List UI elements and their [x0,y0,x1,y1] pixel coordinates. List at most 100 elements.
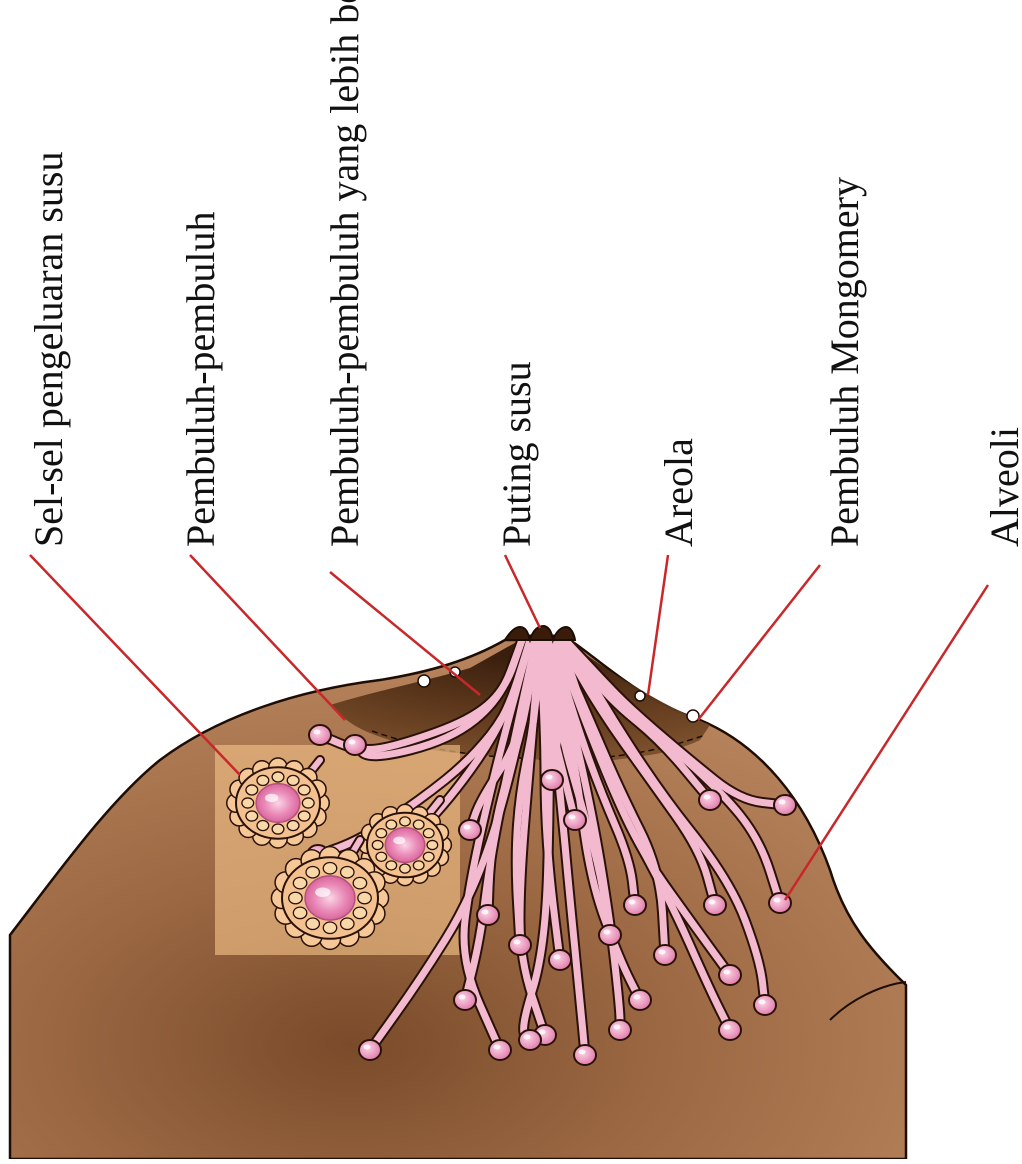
leader-montgomery [698,565,820,720]
alveolus-bulb [629,990,651,1010]
bulb-highlight [759,1000,766,1005]
alveolus-bulb [309,725,331,745]
secretory-cell [353,877,366,889]
secretory-cell [400,817,411,826]
secretory-cell [302,798,314,808]
label-sel-sel: Sel-sel pengeluaran susu [26,152,71,547]
secretory-cell [323,862,336,874]
alveolus-bulb [719,965,741,985]
bulb-highlight [314,730,321,735]
secretory-cell [386,861,397,870]
bulb-highlight [554,955,561,960]
bulb-highlight [614,1025,621,1030]
secretory-cell [376,829,387,838]
bulb-highlight [604,930,611,935]
bulb-highlight [779,800,786,805]
alveolus-bulb [624,895,646,915]
alveolus-bulb [541,770,563,790]
leader-pembuluh [190,555,345,720]
alveolus-bulb [654,945,676,965]
bulb-highlight [579,1050,586,1055]
secretory-cell [293,907,306,919]
bulb-highlight [482,910,489,915]
label-montgomery: Pembuluh Mongomery [822,177,867,547]
lobule-lumen [385,828,425,863]
secretory-cell [298,811,310,821]
secretory-cell [358,892,371,904]
nipple [505,626,575,640]
bulb-highlight [709,900,716,905]
label-pembuluh-besar: Pembuluh-pembuluh yang lebih besar [322,0,367,547]
secretory-cell [257,775,269,785]
alveolus-bulb [519,1030,541,1050]
secretory-cell [341,918,354,930]
bulb-highlight [724,1025,731,1030]
label-puting: Puting susu [494,361,539,547]
secretory-cell [323,922,336,934]
alveolus-bulb [459,820,481,840]
label-pembuluh: Pembuluh-pembuluh [178,211,223,547]
bulb-highlight [546,775,553,780]
alveolus-bulb [774,795,796,815]
secretory-cell [400,864,411,873]
leader-sel-sel [30,555,240,775]
montgomery-bump [687,710,699,722]
alveolus-bulb [344,735,366,755]
alveolus-bulb [574,1045,596,1065]
secretory-cell [427,840,438,849]
bulb-highlight [659,950,666,955]
bulb-highlight [634,995,641,1000]
montgomery-bump [635,691,645,701]
secretory-cell [376,852,387,861]
secretory-cell [306,918,319,930]
alveolus-bulb [549,950,571,970]
secretory-cell [289,892,302,904]
alveolus-bulb [754,995,776,1015]
lumen-highlight [315,887,330,897]
secretory-cell [242,798,254,808]
bulb-highlight [524,1035,531,1040]
lumen-highlight [265,794,278,802]
alveolus-bulb [699,790,721,810]
bulb-highlight [704,795,711,800]
secretory-cell [272,824,284,834]
alveolus-bulb [489,1040,511,1060]
secretory-cell [246,785,258,795]
secretory-cell [293,877,306,889]
secretory-cell [372,840,383,849]
label-areola: Areola [656,438,701,547]
montgomery-bump [418,675,430,687]
label-alveoli: Alveoli [982,427,1022,547]
leader-puting [505,555,540,628]
bulb-highlight [514,940,521,945]
bulb-highlight [364,1045,371,1050]
lobule-lumen [256,784,300,823]
alveolus-bulb [359,1040,381,1060]
nipple-shape [505,626,575,640]
secretory-cell [353,907,366,919]
alveolus-bulb [609,1020,631,1040]
bulb-highlight [724,970,731,975]
alveolus-bulb [477,905,499,925]
secretory-cell [413,820,424,829]
secretory-cell [257,821,269,831]
bulb-highlight [494,1045,501,1050]
secretory-cell [386,820,397,829]
secretory-cell [306,866,319,878]
bulb-highlight [629,900,636,905]
bulb-highlight [459,995,466,1000]
secretory-cell [298,785,310,795]
secretory-cell [287,821,299,831]
secretory-cell [413,861,424,870]
leader-areola [648,555,668,695]
secretory-cell [272,772,284,782]
lumen-highlight [393,837,405,845]
bulb-highlight [774,898,781,903]
leader-alveoli [785,585,988,900]
bulb-highlight [464,825,471,830]
alveolus-bulb [564,810,586,830]
bulb-highlight [349,740,356,745]
secretory-cell [423,852,434,861]
